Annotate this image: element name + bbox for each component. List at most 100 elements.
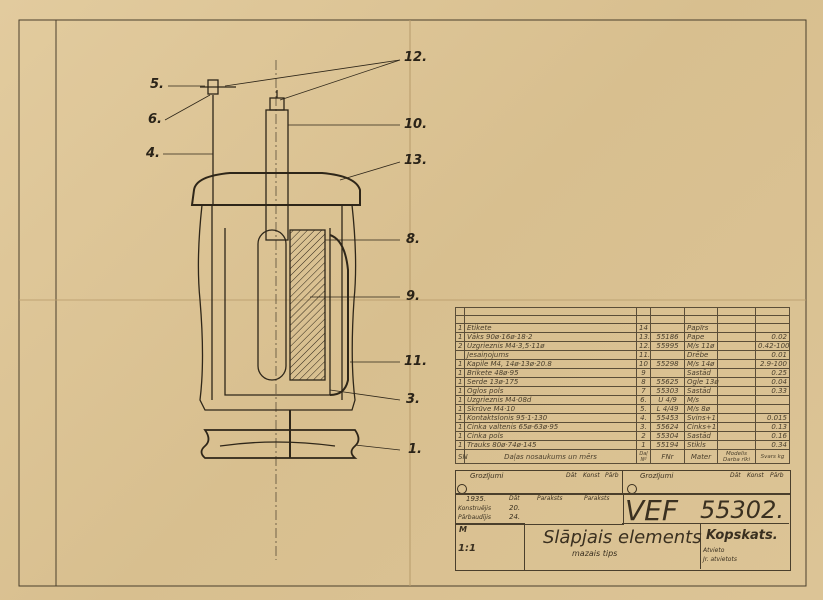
cell-fnr: L 4/49	[650, 404, 685, 414]
jr-atvieto-label: Jr. atvietots	[703, 556, 737, 563]
cell-name: Skrūve M4·10	[464, 404, 637, 414]
cell-pos: 6.	[636, 395, 651, 405]
cell-mater: Sastād	[684, 368, 718, 378]
header-mater: Mater	[684, 449, 718, 464]
cell-name: Vāks 90ø·16ø·18·2	[464, 332, 637, 342]
cell-mater: Svins+1	[684, 413, 718, 423]
callout-10: 10.	[404, 117, 428, 132]
cell-qty: 1	[455, 323, 465, 333]
cell-model	[717, 422, 756, 432]
cell-mater: M/s 14ø	[684, 359, 718, 369]
signature-grid	[455, 493, 624, 525]
cell-model	[717, 323, 756, 333]
cell-weight	[755, 323, 790, 333]
cell-weight: 0.015	[755, 413, 790, 423]
table-header-row: SN Daļas nosaukums un mērs Daļ Nº FNr Ma…	[455, 449, 790, 464]
cell-weight: 0.04	[755, 377, 790, 387]
sheet-border	[18, 19, 807, 587]
cell-model	[717, 413, 756, 423]
drawing-title: Slāpjais elements	[543, 527, 702, 548]
cell-qty	[455, 350, 465, 360]
cell-mater: Ogle 13ø	[684, 377, 719, 387]
cell-weight	[755, 395, 790, 405]
cell-qty: 1	[455, 413, 465, 423]
cell-fnr: 55304	[650, 431, 685, 441]
cell-mater: Pape	[684, 332, 718, 342]
cell-mater: M/s 8ø	[684, 404, 718, 414]
cell-weight: 0.42-100	[755, 341, 790, 351]
cell-pos: 11.	[636, 350, 651, 360]
cell-qty: 1	[455, 368, 465, 378]
cell-qty: 1	[455, 332, 465, 342]
parbaudijis-date: 24.	[509, 513, 521, 521]
view-name: Kopskats.	[706, 528, 778, 543]
cell-qty: 1	[455, 386, 465, 396]
cell-qty: 1	[455, 404, 465, 414]
rev-konst-left: Konst	[583, 472, 600, 479]
cell-weight: 0.25	[755, 368, 790, 378]
cell-qty: 1	[455, 377, 465, 387]
drawing-subtitle: mazais tips	[572, 549, 618, 558]
rev-konst-right: Konst	[747, 472, 764, 479]
rev-dat-right: Dāt	[730, 472, 741, 479]
cell-fnr: U 4/9	[650, 395, 685, 405]
cell-name: Cinka pols	[464, 431, 637, 441]
cell-model	[717, 332, 756, 342]
cell-weight: 2.9-100	[755, 359, 790, 369]
cell-model	[717, 386, 756, 396]
cell-weight: 0.16	[755, 431, 790, 441]
callout-4: 4.	[146, 146, 160, 161]
cell-fnr: 55625	[650, 377, 685, 387]
cell-model	[717, 368, 756, 378]
cell-mater: M/s	[684, 395, 718, 405]
cell-name: Kapile M4, 14ø·13ø·20.8	[464, 359, 637, 369]
cell-fnr	[650, 323, 685, 333]
cell-fnr: 55624	[650, 422, 685, 432]
cell-model	[717, 350, 756, 360]
cell-fnr: 55453	[650, 413, 685, 423]
cell-name: Uzgrieznis M4·3,5·11ø	[464, 341, 637, 351]
header-model: Modelis Darba rīki	[717, 449, 756, 464]
cell-pos: 8	[636, 377, 651, 387]
cell-weight: 0.34	[755, 440, 790, 450]
cell-mater: Sastād	[684, 431, 718, 441]
cell-weight: 0.01	[755, 350, 790, 360]
header-name: Daļas nosaukums un mērs	[464, 449, 637, 464]
header-weight: Svars kg	[755, 449, 790, 464]
cell-name: Uzgrieznis M4·08d	[464, 395, 637, 405]
cell-qty: 1	[455, 431, 465, 441]
cell-fnr: 55995	[650, 341, 685, 351]
rev-parb-left: Pārb	[605, 472, 619, 479]
cell-qty: 1	[455, 359, 465, 369]
rev-dat-left: Dāt	[566, 472, 577, 479]
konstruejis-date: 20.	[509, 504, 521, 512]
year: 1935.	[466, 495, 487, 503]
callout-13: 13.	[404, 153, 428, 168]
cell-mater: Papīrs	[684, 323, 718, 333]
cell-mater: M/s 11ø	[684, 341, 718, 351]
cell-pos: 4.	[636, 413, 651, 423]
cell-name: Kontaktslonis 95·1·130	[464, 413, 637, 423]
header-sn: SN	[455, 449, 468, 464]
cell-model	[717, 404, 756, 414]
blank-row	[455, 315, 790, 324]
cell-weight	[755, 404, 790, 414]
scale-label: M	[459, 525, 467, 534]
cell-weight: 0.13	[755, 422, 790, 432]
cell-model	[717, 359, 756, 369]
cell-qty: 1	[455, 422, 465, 432]
cell-name: Brikete 48ø·95	[464, 368, 637, 378]
callout-12: 12.	[404, 50, 428, 65]
cell-pos: 9	[636, 368, 651, 378]
header-fnr: FNr	[650, 449, 685, 464]
callout-11: 11.	[404, 354, 428, 369]
cell-name: Jesaiņojums	[464, 350, 637, 360]
cell-pos: 3.	[636, 422, 651, 432]
